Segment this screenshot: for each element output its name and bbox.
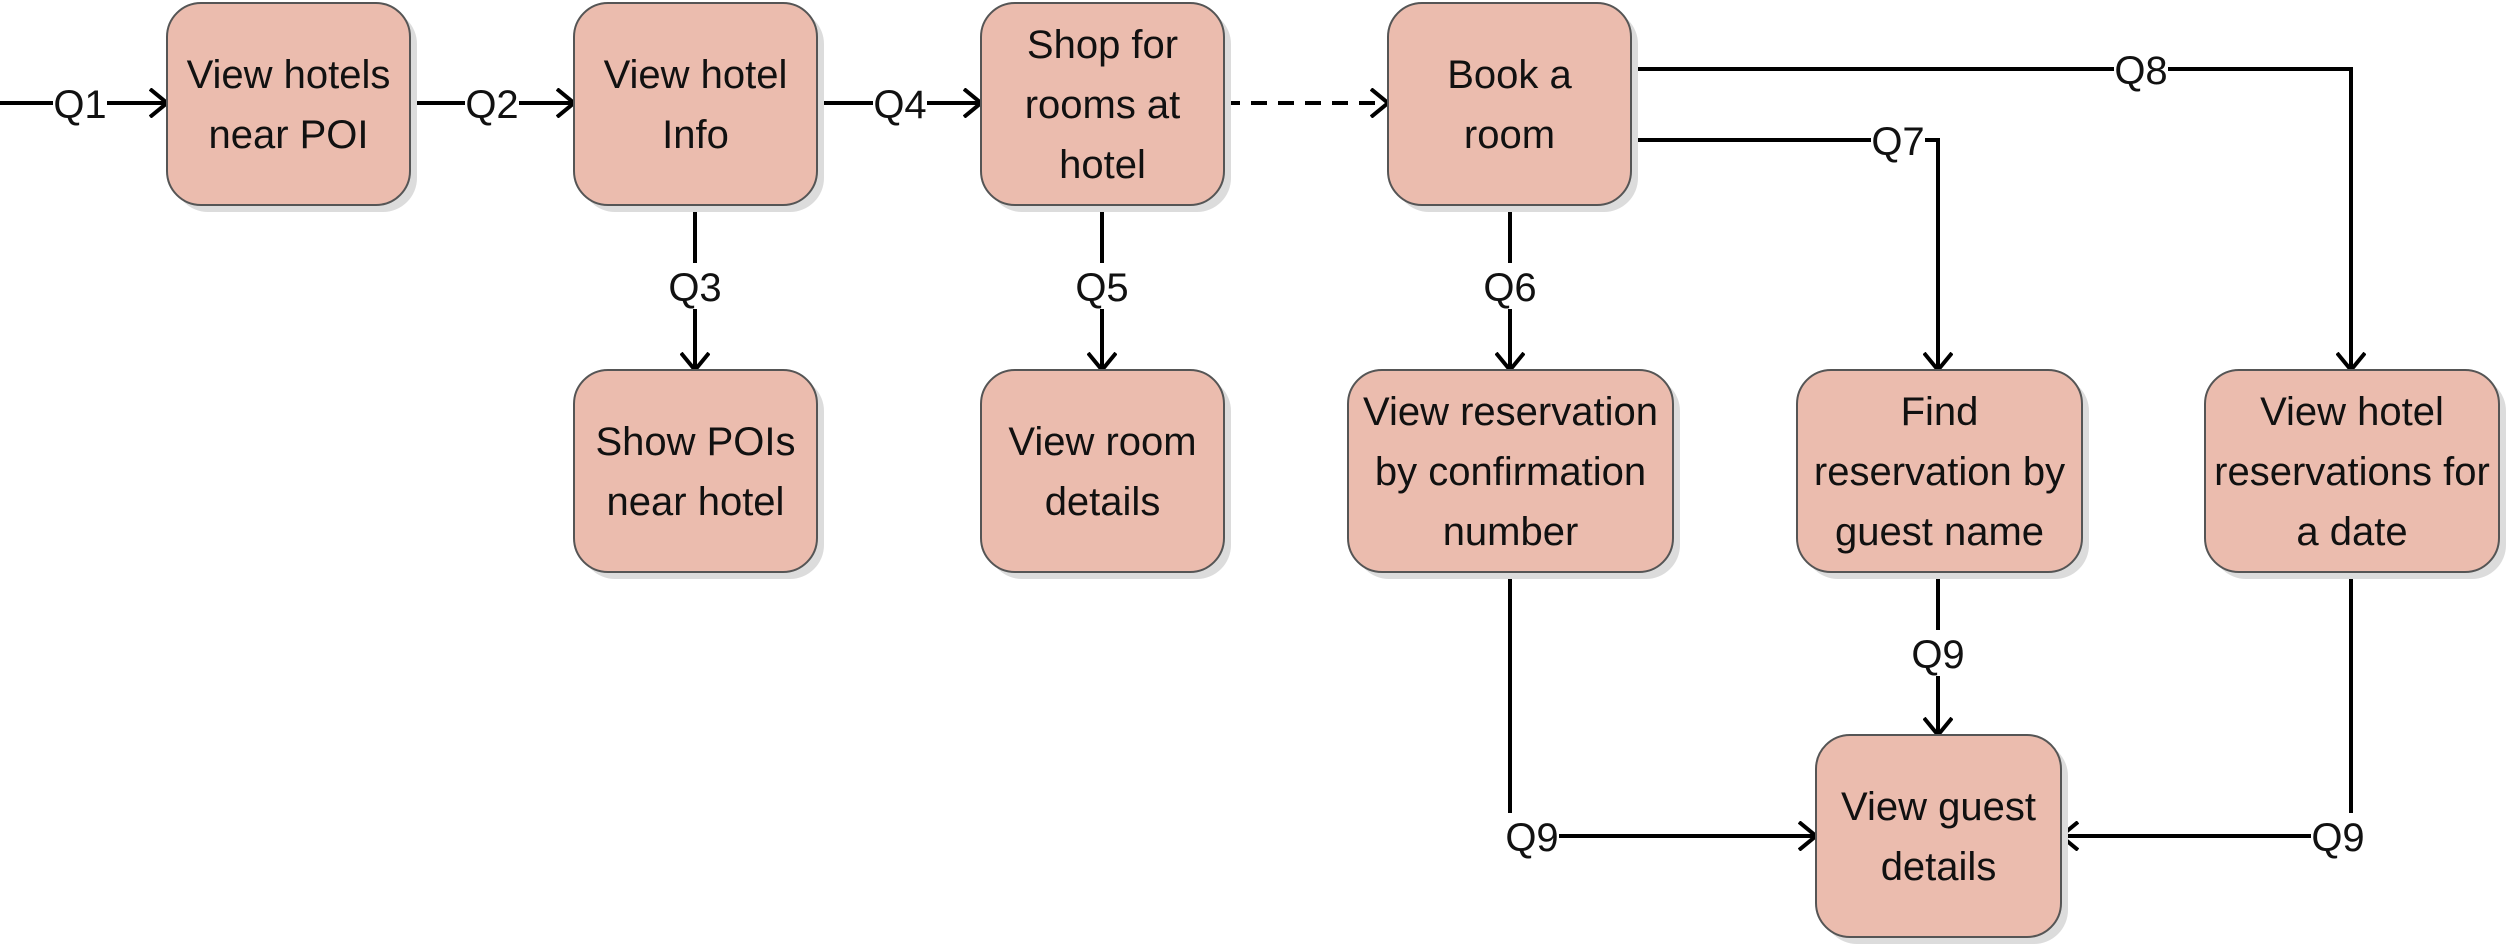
- edge-label-bg: [668, 263, 722, 309]
- node-box: [2204, 369, 2500, 573]
- edge-label-q9-center: Q9: [1911, 630, 1965, 677]
- node-label-line: guest name: [1835, 510, 2044, 554]
- node-label-line: View room: [1008, 420, 1196, 464]
- node-label-line: Book a: [1447, 53, 1572, 97]
- node-label-line: hotel: [1059, 143, 1146, 187]
- node-label-line: number: [1443, 510, 1579, 554]
- edge-label-q5: Q5: [1075, 263, 1129, 310]
- node-view-hotels-near-poi: View hotels near POI: [166, 2, 417, 212]
- node-find-reservation-by-guest-name: Find reservation by guest name: [1796, 369, 2089, 579]
- node-box: [1347, 369, 1674, 573]
- edge-label-q9-right: Q9: [2311, 813, 2365, 860]
- node-label-line: details: [1881, 845, 1997, 889]
- edge-label-text: Q4: [873, 83, 926, 127]
- edge-label-bg: [2311, 813, 2365, 859]
- node-book-a-room: Book a room: [1387, 2, 1638, 212]
- node-box: [980, 2, 1225, 206]
- node-show-pois-near-hotel: Show POIs near hotel: [573, 369, 824, 579]
- node-box: [980, 369, 1225, 573]
- edge-label-bg: [1483, 263, 1537, 309]
- edge-q8: [1631, 67, 2351, 370]
- node-view-guest-details: View guest details: [1815, 734, 2068, 944]
- edge-label-bg: [1075, 263, 1129, 309]
- node-label-line: Find: [1901, 390, 1979, 434]
- node-label-line: View hotel: [2260, 390, 2444, 434]
- edge-label-bg: [2114, 46, 2168, 92]
- node-label-line: View reservation: [1363, 390, 1658, 434]
- node-box: [166, 2, 411, 206]
- node-box: [1796, 369, 2083, 573]
- node-label-line: reservation by: [1814, 450, 2065, 494]
- edge-label-text: Q5: [1075, 266, 1128, 310]
- node-label-line: Shop for: [1027, 23, 1178, 67]
- edge-label-text: Q8: [2114, 49, 2167, 93]
- edge-label-bg: [53, 80, 107, 126]
- node-label-line: details: [1045, 480, 1161, 524]
- edge-q9-right: [2061, 572, 2353, 836]
- edge-label-text: Q6: [1483, 266, 1536, 310]
- edge-label-q3: Q3: [668, 263, 722, 310]
- node-box: [573, 2, 818, 206]
- edge-label-bg: [873, 80, 927, 126]
- node-label-line: View guest: [1841, 785, 2036, 829]
- edge-label-q4: Q4: [873, 80, 927, 127]
- node-label-line: View hotel: [604, 53, 788, 97]
- edge-label-q9-left: Q9: [1505, 813, 1559, 860]
- edge-q9-left: [1508, 572, 1816, 836]
- edge-label-text: Q9: [1505, 816, 1558, 860]
- edge-label-q6: Q6: [1483, 263, 1537, 310]
- edge-label-q2: Q2: [465, 80, 519, 127]
- node-label-line: room: [1464, 113, 1555, 157]
- node-label-line: by confirmation: [1375, 450, 1646, 494]
- edge-q7: [1631, 138, 1938, 370]
- node-box: [1387, 2, 1632, 206]
- node-label-line: a date: [2296, 510, 2407, 554]
- node-box: [573, 369, 818, 573]
- node-view-reservation-by-confirmation: View reservation by confirmation number: [1347, 369, 1680, 579]
- node-view-hotel-reservations-for-date: View hotel reservations for a date: [2204, 369, 2506, 579]
- edge-label-text: Q9: [2311, 816, 2364, 860]
- edge-label-bg: [1911, 630, 1965, 676]
- edge-label-text: Q1: [53, 83, 106, 127]
- edge-label-text: Q9: [1911, 633, 1964, 677]
- node-label-line: View hotels: [187, 53, 391, 97]
- edge-label-bg: [1505, 813, 1559, 859]
- edge-label-text: Q3: [668, 266, 721, 310]
- edge-label-bg: [465, 80, 519, 126]
- edge-label-q8: Q8: [2114, 46, 2168, 93]
- node-label-line: Show POIs: [595, 420, 795, 464]
- node-label-line: near hotel: [607, 480, 785, 524]
- edge-label-text: Q7: [1871, 120, 1924, 164]
- node-label-line: Info: [662, 113, 729, 157]
- edge-label-bg: [1871, 117, 1925, 163]
- node-label-line: rooms at: [1025, 83, 1181, 127]
- edge-label-text: Q2: [465, 83, 518, 127]
- edge-label-q1: Q1: [53, 80, 107, 127]
- node-view-room-details: View room details: [980, 369, 1231, 579]
- node-label-line: near POI: [208, 113, 368, 157]
- node-box: [1815, 734, 2062, 938]
- edge-label-q7: Q7: [1871, 117, 1925, 164]
- node-shop-for-rooms: Shop for rooms at hotel: [980, 2, 1231, 212]
- node-label-line: reservations for: [2214, 450, 2490, 494]
